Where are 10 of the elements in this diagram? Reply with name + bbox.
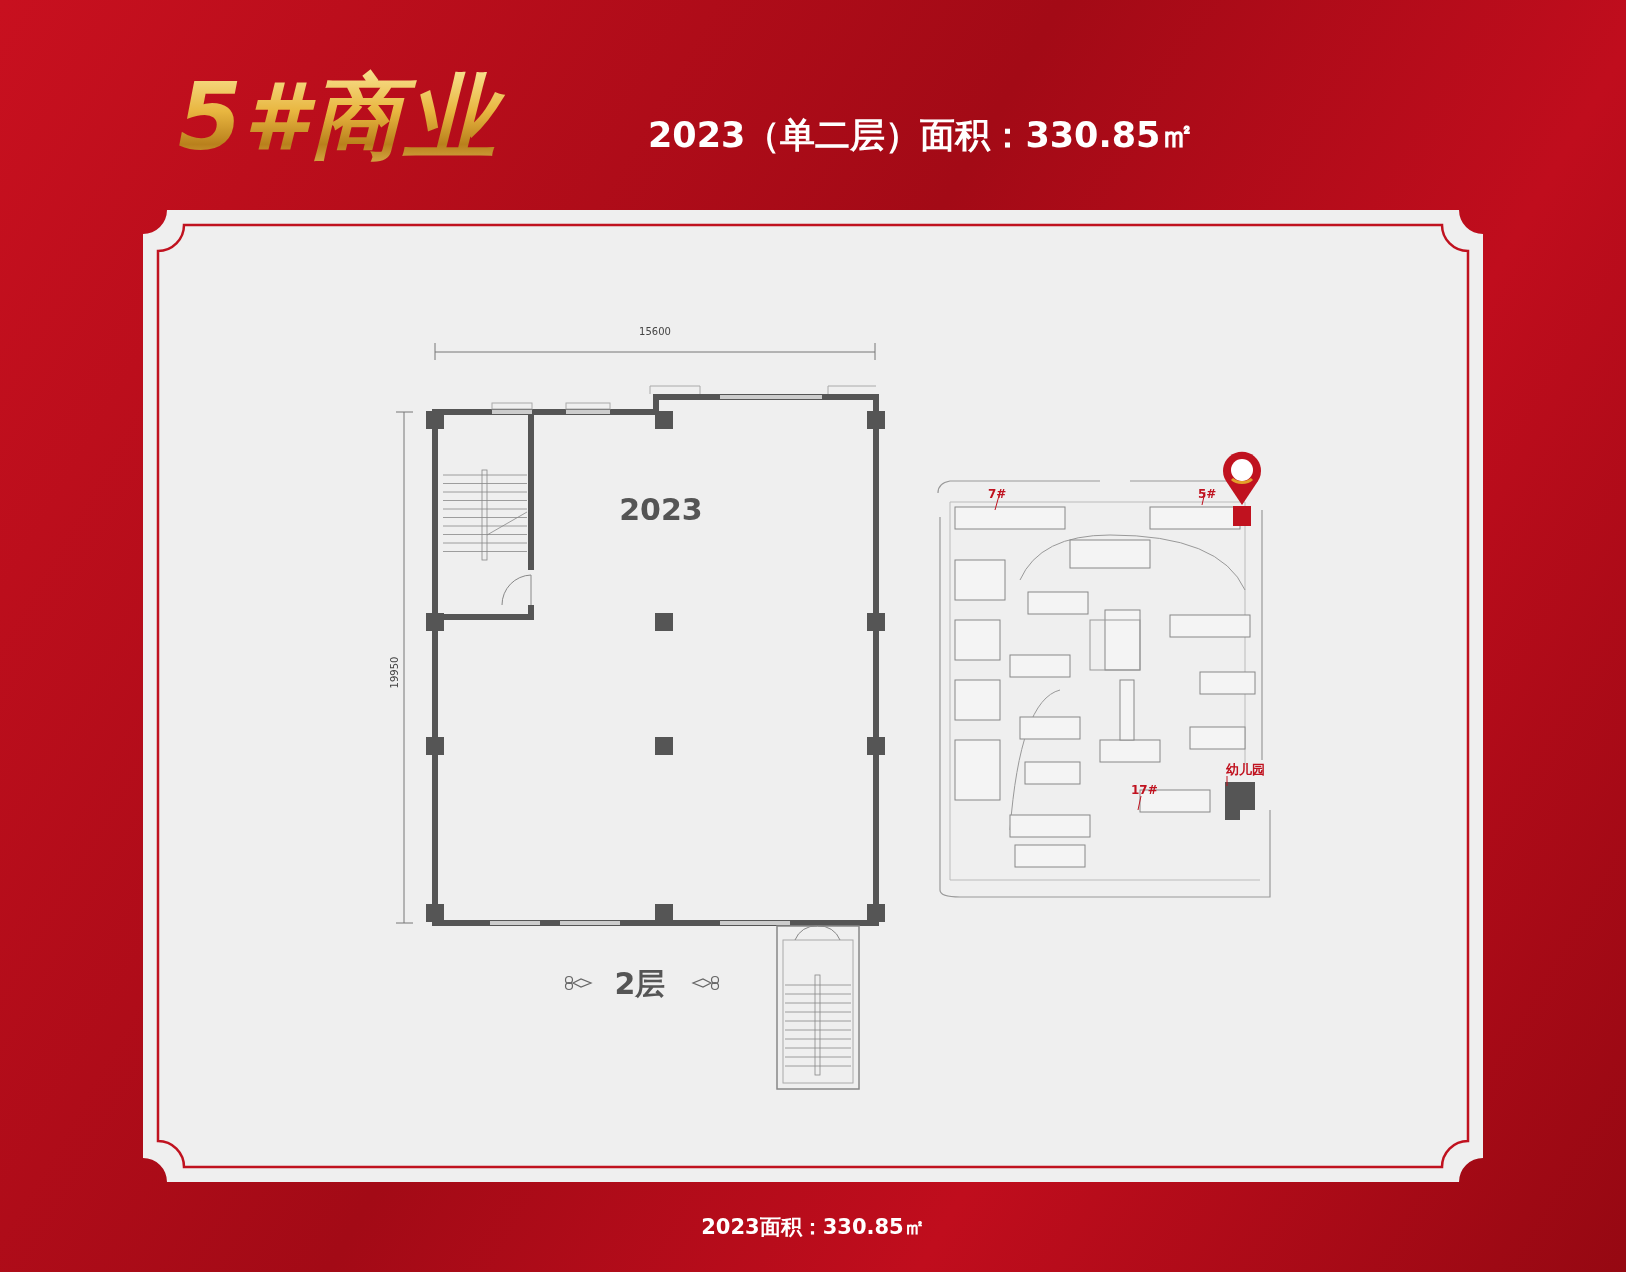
building-label: 5# (1198, 487, 1217, 501)
building-label: 幼儿园 (1226, 761, 1265, 779)
building-label: 17# (1131, 783, 1158, 797)
dimension-text: 15600 (638, 326, 672, 337)
dimension-text: 19950 (388, 655, 400, 691)
room-label: 2023 (618, 492, 704, 527)
caption: 2023面积：330.85㎡ (700, 1214, 926, 1241)
subtitle: 2023（单二层）面积：330.85㎡ (648, 114, 1196, 157)
floor-label: 2层 (613, 965, 667, 1003)
building-label: 7# (988, 487, 1007, 501)
